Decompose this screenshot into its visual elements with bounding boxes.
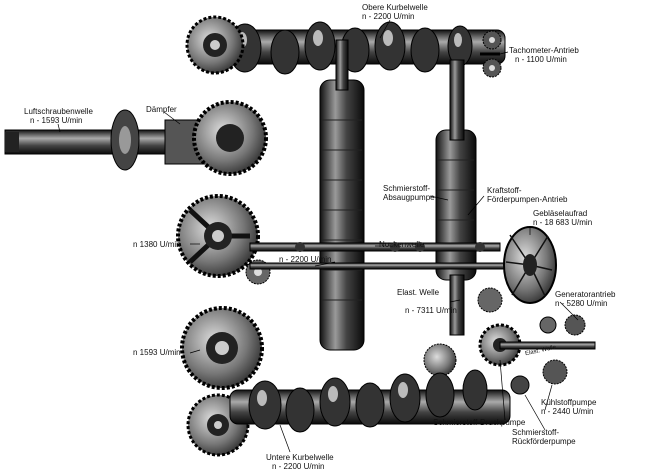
label-oil-return-pump: Schmierstoff- Rückförderpumpe <box>512 428 576 446</box>
damper-gear <box>192 100 268 176</box>
camshaft-name: Nockenwelle <box>379 240 425 249</box>
label-oil-suction-pump: Schmierstoff- Absaugpumpe <box>383 184 435 202</box>
label-elastic-shaft: Elast. Welle n - 7311 U/min <box>397 288 457 315</box>
upper-crankshaft-name: Obere Kurbelwelle <box>362 3 428 12</box>
generator-drive-speed: n - 5280 U/min <box>555 299 608 308</box>
label-propeller-shaft: Luftschraubenwelle n - 1593 U/min <box>24 107 93 125</box>
upper-crankshaft <box>204 21 506 75</box>
elastic-shaft-name: Elast. Welle <box>397 288 440 297</box>
label-upper-crankshaft: Obere Kurbelwelle n - 2200 U/min <box>362 3 428 21</box>
camshaft <box>249 242 511 270</box>
elastic-shaft-speed: n - 7311 U/min <box>405 306 457 315</box>
coolant-pump-name: Kühlstoffpumpe <box>541 398 597 407</box>
generator-drive-name: Generatorantrieb <box>555 290 616 299</box>
tachometer-gears <box>480 30 502 78</box>
supercharger-speed: n - 18 683 U/min <box>533 218 593 227</box>
lower-crankshaft-speed: n - 2200 U/min <box>272 462 325 471</box>
propeller-shaft <box>4 109 211 171</box>
label-tachometer: Tachometer-Antrieb n - 1100 U/min <box>509 46 579 64</box>
label-lower-crankshaft: Untere Kurbelwelle n - 2200 U/min <box>266 453 334 471</box>
speed-2200-mid: n - 2200 U/min <box>279 255 332 264</box>
accessory-gears <box>423 287 596 395</box>
lower-crankshaft-name: Untere Kurbelwelle <box>266 453 334 462</box>
fuel-pump-drive-name: Kraftstoff- <box>487 186 522 195</box>
oil-suction-pump-name: Schmierstoff- <box>383 184 430 193</box>
label-damper: Dämpfer <box>146 105 177 114</box>
tachometer-name: Tachometer-Antrieb <box>509 46 579 55</box>
gear-1380 <box>176 194 260 278</box>
label-camshaft: Nockenwelle <box>379 240 424 249</box>
supercharger-impeller <box>503 226 557 304</box>
gear-1593 <box>180 306 264 390</box>
label-supercharger: Gebläselaufrad n - 18 683 U/min <box>533 209 592 227</box>
label-oil-pressure-pump: Schmierstoff-Druckpumpe <box>433 418 525 427</box>
oil-pressure-pump-name: Schmierstoff-Druckpumpe <box>433 418 526 427</box>
oil-suction-pump-name2: Absaugpumpe <box>383 193 435 202</box>
lower-crankshaft <box>229 369 511 433</box>
leader-lines <box>57 19 579 453</box>
supercharger-name: Gebläselaufrad <box>533 209 588 218</box>
tachometer-speed: n - 1100 U/min <box>515 55 567 64</box>
propeller-shaft-name: Luftschraubenwelle <box>24 107 93 116</box>
label-speed-1380: n 1380 U/min <box>133 240 181 249</box>
vertical-shaft-left <box>319 39 365 351</box>
upper-crankshaft-speed: n - 2200 U/min <box>362 12 415 21</box>
label-speed-2200-mid: n - 2200 U/min <box>279 255 331 264</box>
label-fuel-pump-drive: Kraftstoff- Förderpumpen-Antrieb <box>487 186 567 204</box>
propeller-shaft-speed: n - 1593 U/min <box>30 116 83 125</box>
oil-return-pump-name2: Rückförderpumpe <box>512 437 576 446</box>
coolant-pump-speed: n - 2440 U/min <box>541 407 594 416</box>
fuel-pump-drive-name2: Förderpumpen-Antrieb <box>487 195 568 204</box>
speed-1380: n 1380 U/min <box>133 240 181 249</box>
oil-return-pump-name: Schmierstoff- <box>512 428 559 437</box>
label-speed-1593: n 1593 U/min <box>133 348 181 357</box>
upper-crank-gear <box>185 15 245 75</box>
label-generator-drive: Generatorantrieb n - 5280 U/min <box>555 290 615 308</box>
damper-name: Dämpfer <box>146 105 177 114</box>
speed-1593: n 1593 U/min <box>133 348 181 357</box>
label-coolant-pump: Kühlstoffpumpe n - 2440 U/min <box>541 398 596 416</box>
